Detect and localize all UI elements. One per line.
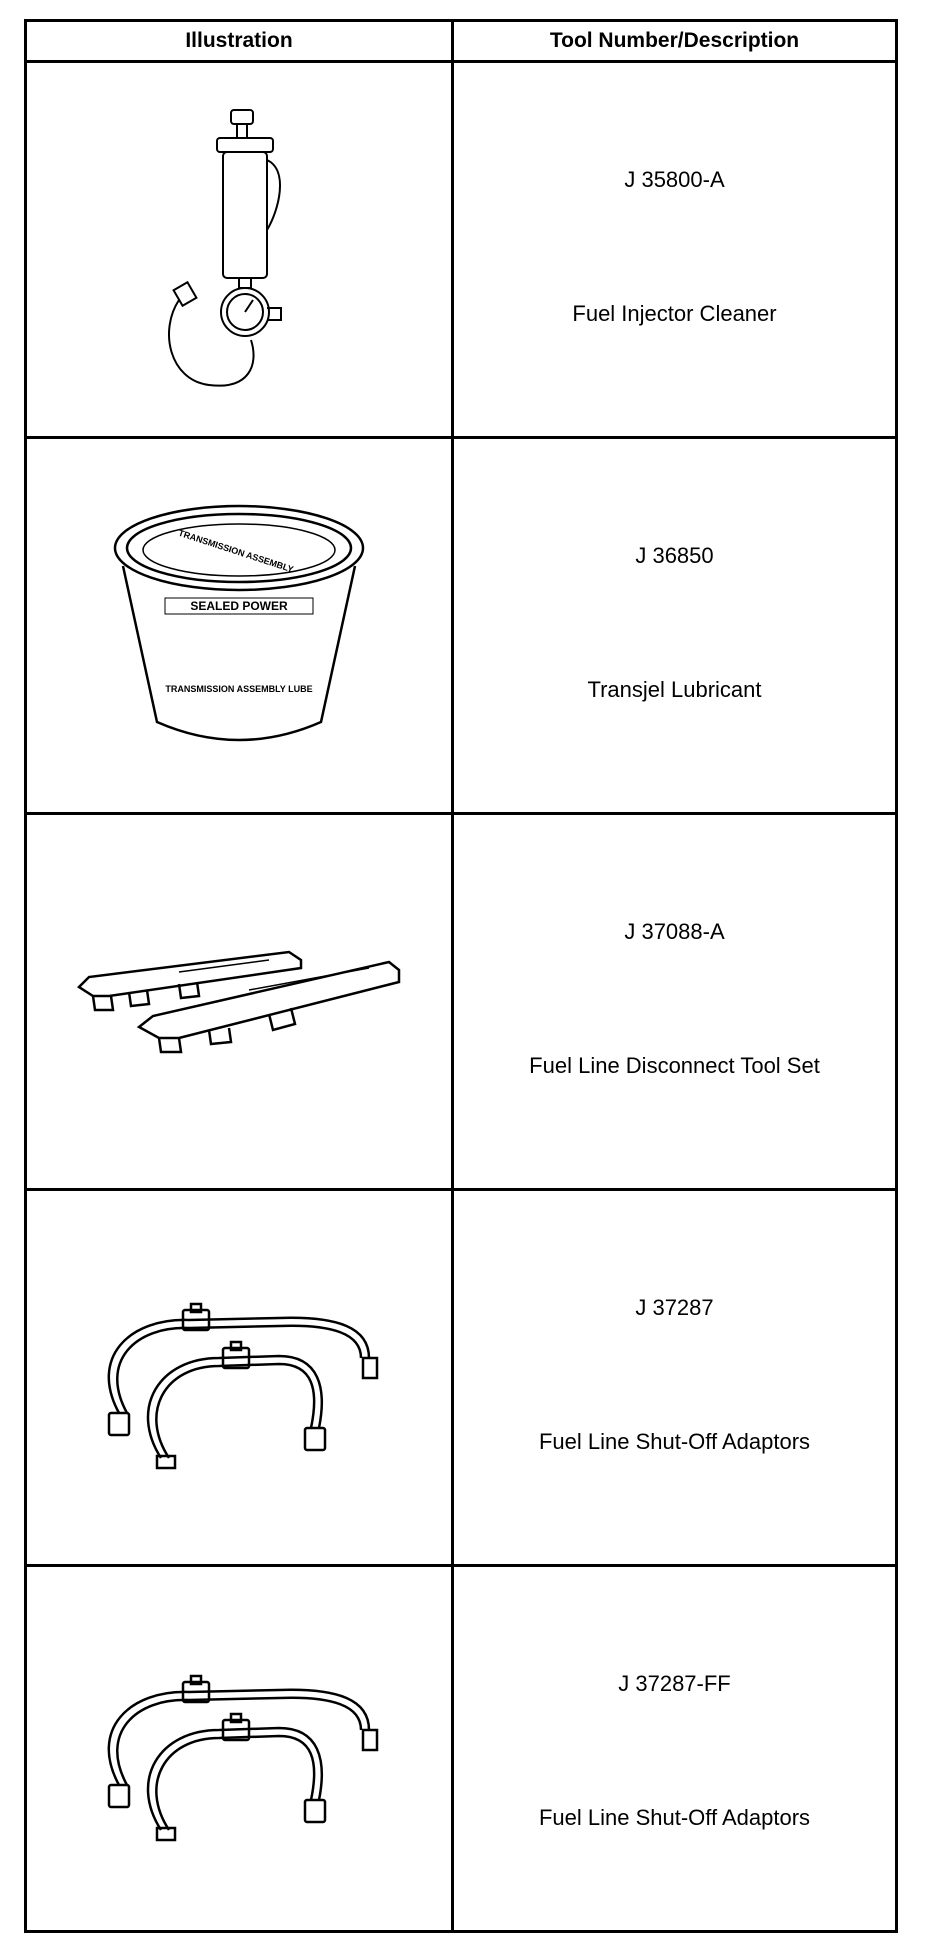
table-row: J 37088-A Fuel Line Disconnect Tool Set	[27, 815, 895, 1188]
column-divider	[451, 22, 454, 1930]
row-divider	[27, 1188, 895, 1191]
table-row: J 37287 Fuel Line Shut-Off Adaptors	[27, 1191, 895, 1564]
tool-description: Fuel Line Disconnect Tool Set	[529, 1053, 820, 1078]
illustration-cell	[27, 815, 451, 1188]
tools-table: Illustration Tool Number/Description J 3…	[24, 19, 898, 1933]
description-cell: J 37287 Fuel Line Shut-Off Adaptors	[454, 1191, 895, 1564]
fuel-injector-cleaner-icon	[168, 108, 282, 387]
tool-number: J 37287-FF	[618, 1671, 731, 1696]
lubricant-tub-icon: TRANSMISSION ASSEMBLY SEALED POWER TRANS…	[113, 504, 365, 741]
header-tool-description: Tool Number/Description	[549, 29, 800, 52]
tool-number: J 37287	[635, 1295, 714, 1320]
illustration-cell: TRANSMISSION ASSEMBLY SEALED POWER TRANS…	[27, 439, 451, 812]
table-row: J 35800-A Fuel Injector Cleaner	[27, 63, 895, 436]
row-divider	[27, 812, 895, 815]
tool-number: J 35800-A	[624, 167, 725, 192]
brand-label-text: SEALED POWER	[190, 599, 288, 613]
illustration-cell	[27, 1191, 451, 1564]
row-divider	[27, 1564, 895, 1567]
description-cell: J 37287-FF Fuel Line Shut-Off Adaptors	[454, 1567, 895, 1933]
description-cell: J 35800-A Fuel Injector Cleaner	[454, 63, 895, 436]
lid-label-text: TRANSMISSION ASSEMBLY	[177, 527, 295, 574]
tool-description: Transjel Lubricant	[587, 677, 762, 702]
description-cell: J 37088-A Fuel Line Disconnect Tool Set	[454, 815, 895, 1188]
tool-description: Fuel Line Shut-Off Adaptors	[538, 1429, 811, 1454]
table-row: TRANSMISSION ASSEMBLY SEALED POWER TRANS…	[27, 439, 895, 812]
tool-description: Fuel Injector Cleaner	[572, 301, 777, 326]
disconnect-tool-set-icon	[77, 950, 401, 1053]
header-divider	[27, 60, 895, 63]
illustration-cell	[27, 1567, 451, 1933]
table-row: J 37287-FF Fuel Line Shut-Off Adaptors	[27, 1567, 895, 1933]
shut-off-adaptors-icon	[107, 1674, 379, 1842]
shut-off-adaptors-icon	[107, 1302, 379, 1469]
description-cell: J 36850 Transjel Lubricant	[454, 439, 895, 812]
tool-description: Fuel Line Shut-Off Adaptors	[538, 1805, 811, 1830]
row-divider	[27, 436, 895, 439]
product-label-text: TRANSMISSION ASSEMBLY LUBE	[165, 684, 312, 694]
tool-number: J 37088-A	[624, 919, 725, 944]
illustration-cell	[27, 63, 451, 436]
header-illustration: Illustration	[185, 29, 293, 52]
tool-number: J 36850	[635, 543, 714, 568]
